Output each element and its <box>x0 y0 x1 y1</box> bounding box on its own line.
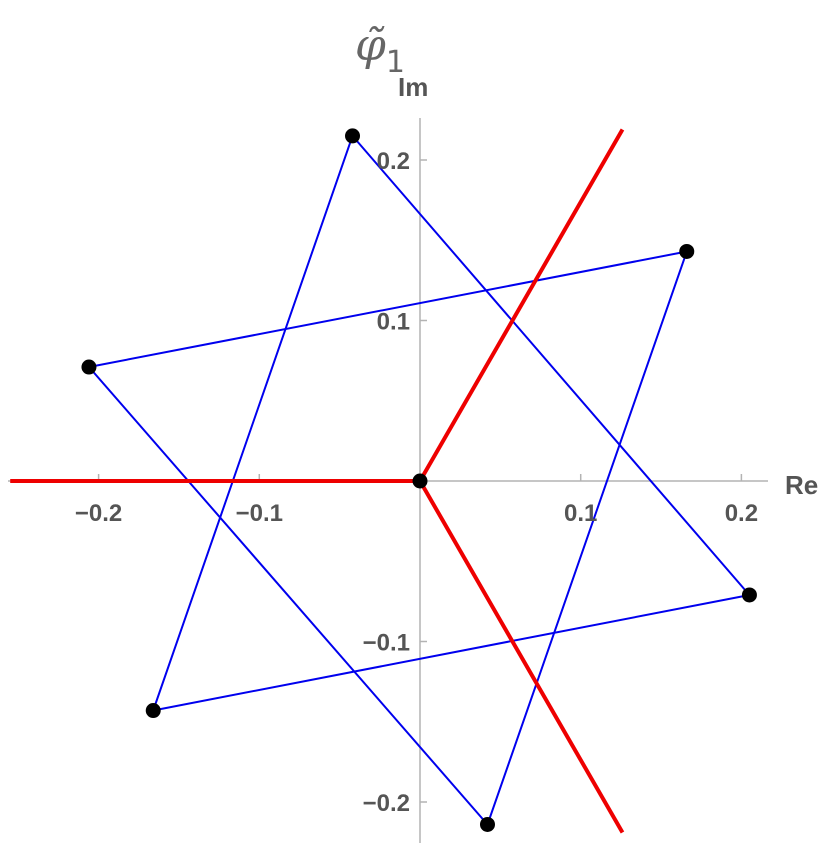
x-tick-label-2: 0.1 <box>564 500 597 527</box>
triangle-0 <box>152 134 751 712</box>
data-point-3 <box>479 816 495 832</box>
x-tick-label-3: 0.2 <box>725 500 758 527</box>
x-axis-label: Re <box>785 470 818 500</box>
y-axis-label: Im <box>398 72 428 102</box>
data-point-0 <box>345 128 361 144</box>
y-tick-label-2: −0.1 <box>363 630 410 657</box>
red-line-2 <box>418 480 625 834</box>
chart-title-subscript: 1 <box>386 45 405 80</box>
red-line-series <box>10 128 625 834</box>
triangle-series <box>88 134 751 826</box>
red-line-1 <box>418 128 625 482</box>
triangle-1 <box>88 250 688 826</box>
x-tick-label-0: −0.2 <box>75 500 122 527</box>
chart-title: φ̃1 <box>355 20 405 80</box>
x-tick-label-1: −0.1 <box>236 500 283 527</box>
data-point-5 <box>81 359 97 375</box>
data-point-2 <box>741 587 757 603</box>
y-tick-label-3: −0.2 <box>363 790 410 817</box>
y-tick-label-0: 0.2 <box>377 148 410 175</box>
data-point-6 <box>412 473 428 489</box>
y-tick-label-1: 0.1 <box>377 309 410 336</box>
chart-title-symbol: φ̃ <box>355 20 386 71</box>
data-point-4 <box>145 703 161 719</box>
tick-labels: −0.2 −0.1 0.1 0.2 0.2 0.1 −0.1 −0.2 <box>75 148 758 817</box>
data-point-1 <box>679 243 695 259</box>
point-series <box>81 128 757 832</box>
